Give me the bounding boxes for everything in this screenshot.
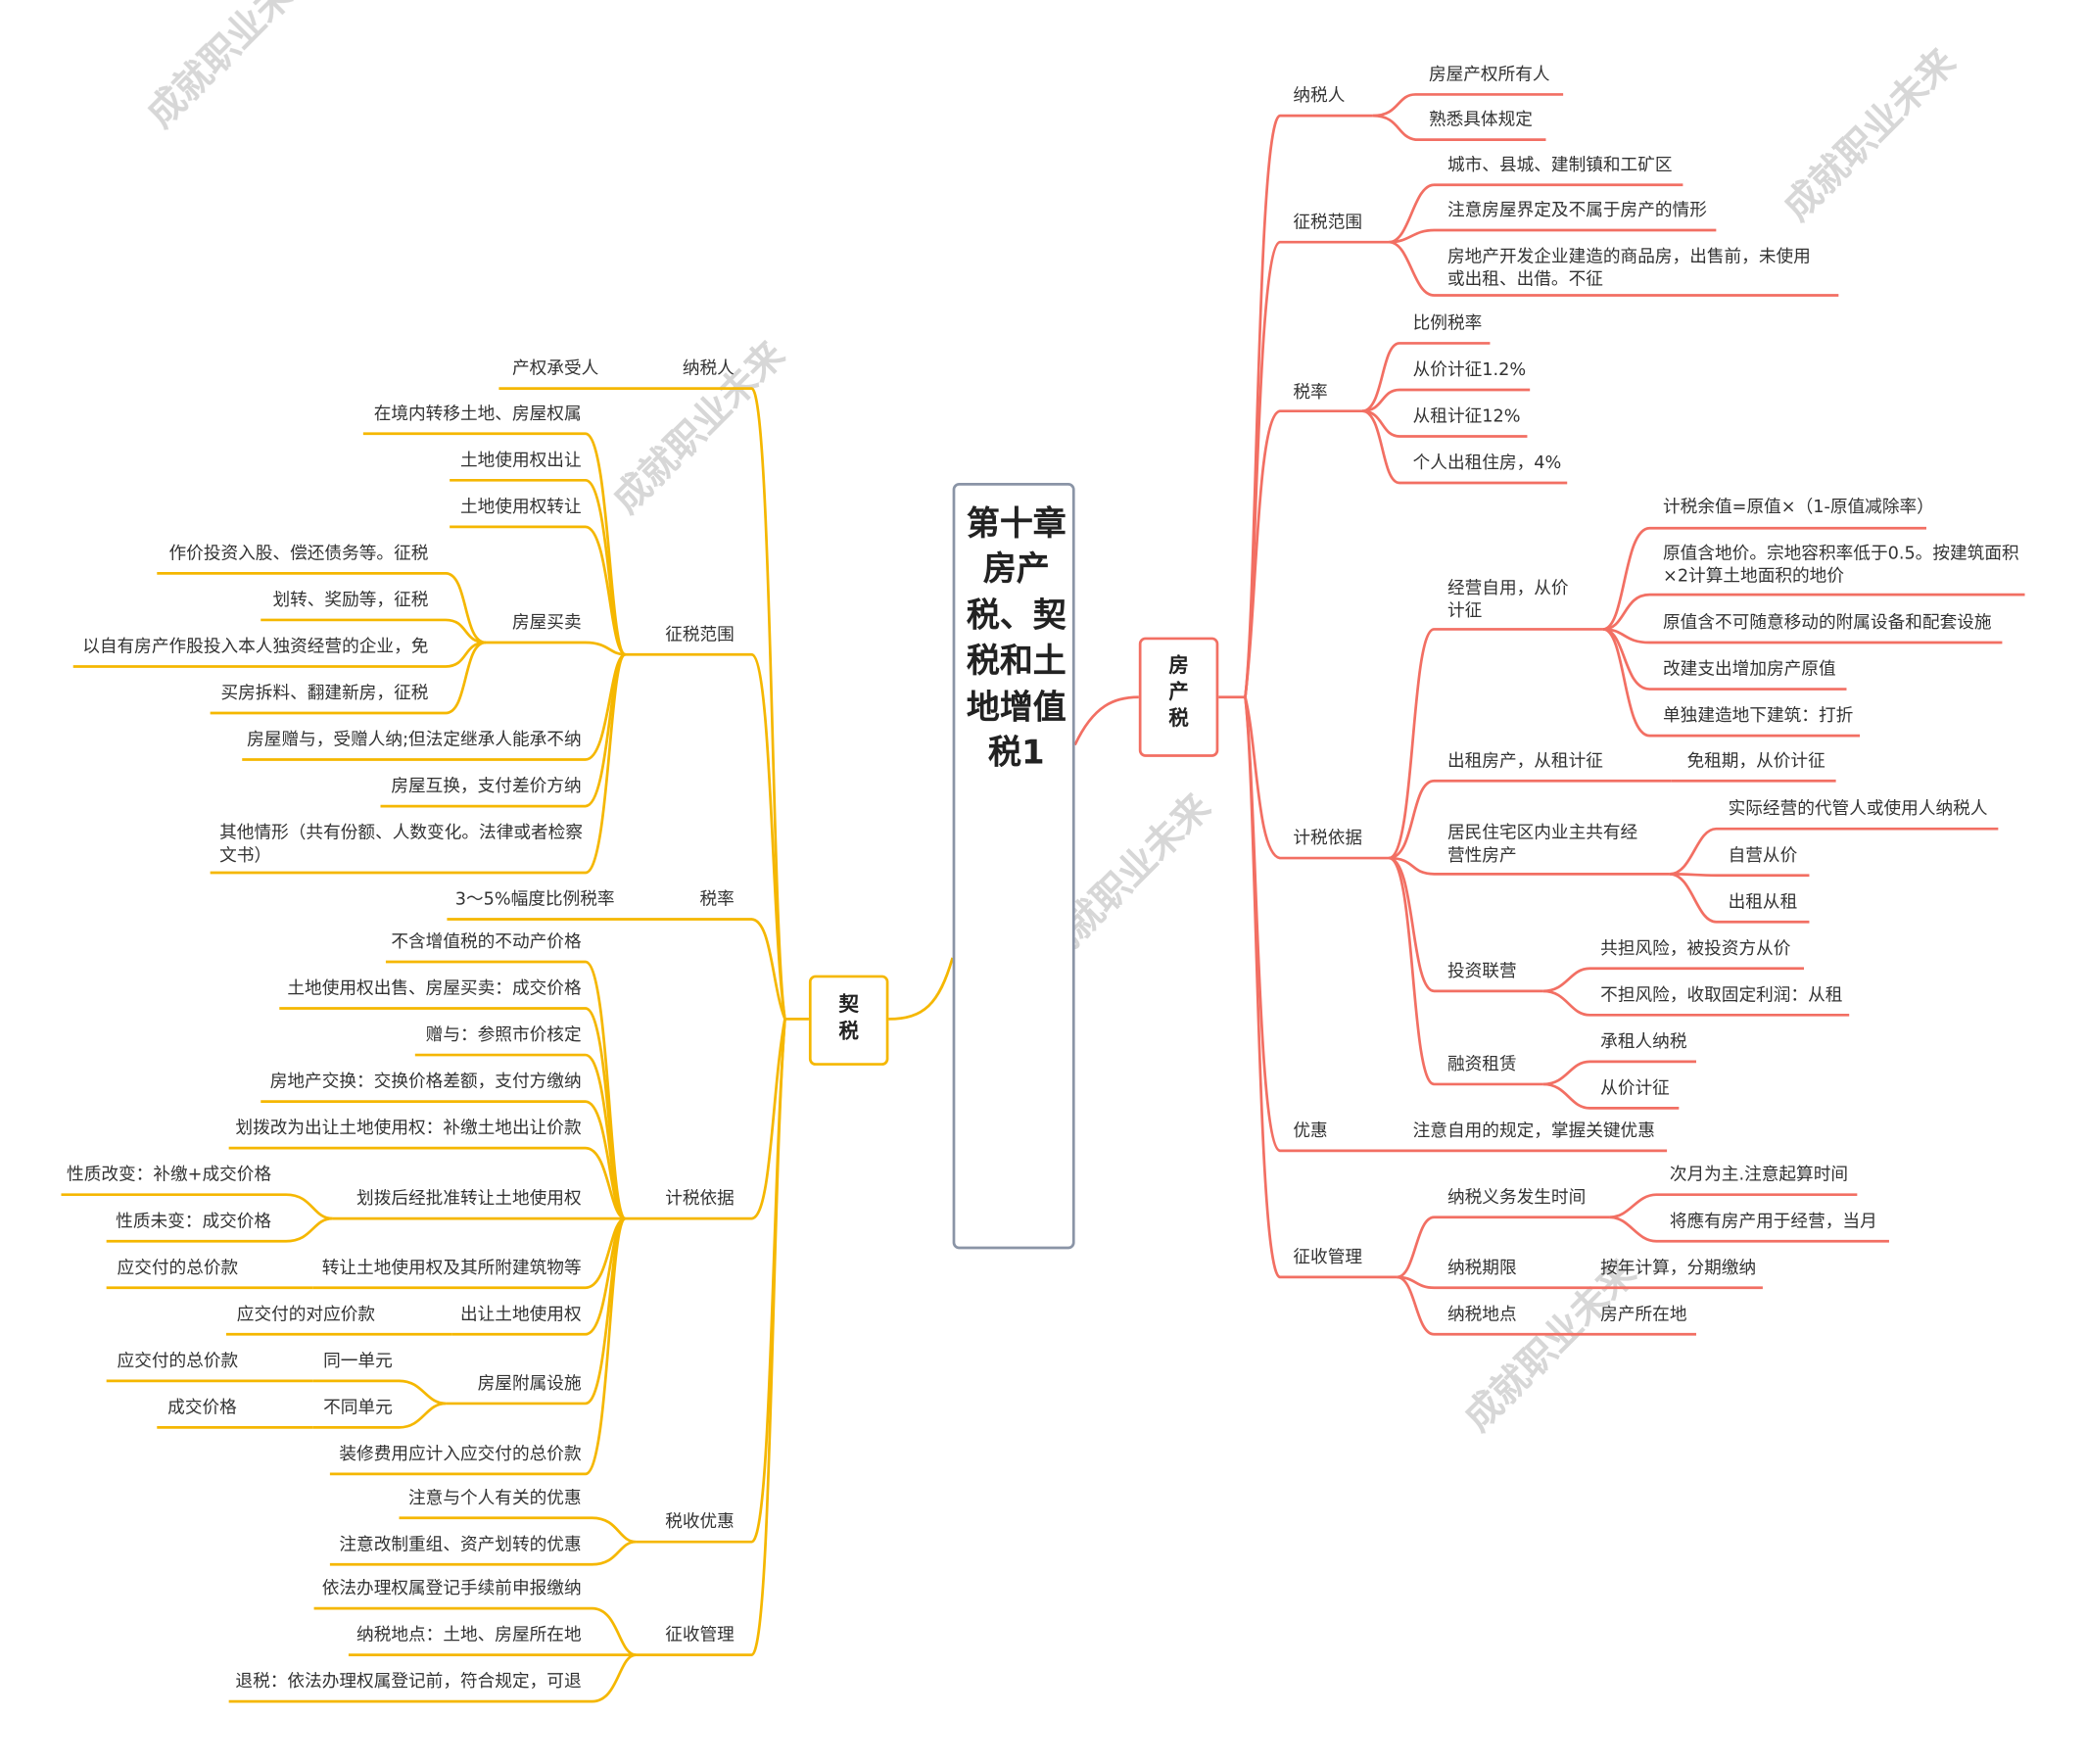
qs-leaf[interactable]: 不含增值税的不动产价格 bbox=[391, 932, 582, 953]
fcs-leaf[interactable]: 原值含不可随意移动的附属设备和配套设施 bbox=[1663, 613, 1992, 634]
fcs-branch-rate[interactable]: 税率 bbox=[1293, 383, 1328, 404]
fcs-leaf[interactable]: 承租人纳税 bbox=[1600, 1031, 1687, 1053]
fcs-sub-period[interactable]: 纳税期限 bbox=[1446, 1258, 1517, 1279]
qs-leaf[interactable]: 在境内转移土地、房屋权属 bbox=[373, 404, 582, 425]
qs-leaf[interactable]: 其他情形（共有份额、人数变化。法律或者检察文书） bbox=[219, 823, 584, 867]
fcs-leaf[interactable]: 自营从价 bbox=[1728, 845, 1798, 867]
fcs-leaf[interactable]: 共担风险，被投资方从价 bbox=[1600, 938, 1791, 960]
qs-leaf[interactable]: 依法办理权属登记手续前申报缴纳 bbox=[321, 1579, 582, 1599]
fcs-leaf[interactable]: 计税余值=原值×（1-原值减除率） bbox=[1663, 497, 1934, 518]
fcs-leaf[interactable]: 单独建造地下建筑：打折 bbox=[1663, 706, 1854, 727]
fcs-leaf[interactable]: 改建支出增加房产原值 bbox=[1663, 659, 1836, 681]
qs-branch-preference[interactable]: 税收优惠 bbox=[665, 1512, 735, 1533]
qs-sub-same-unit[interactable]: 同一单元 bbox=[323, 1351, 393, 1372]
qs-leaf[interactable]: 装修费用应计入应交付的总价款 bbox=[339, 1445, 582, 1465]
main-topic-label: 契税 bbox=[838, 992, 859, 1043]
fcs-leaf[interactable]: 不担风险，收取固定利润：从租 bbox=[1600, 985, 1843, 1006]
fcs-leaf[interactable]: 实际经营的代管人或使用人纳税人 bbox=[1728, 799, 1988, 820]
qs-leaf[interactable]: 土地使用权出售、房屋买卖：成交价格 bbox=[287, 978, 582, 1000]
qs-leaf[interactable]: 应交付的总价款 bbox=[117, 1351, 239, 1372]
qs-leaf[interactable]: 土地使用权出让 bbox=[459, 451, 582, 471]
qs-leaf[interactable]: 退税：依法办理权属登记前，符合规定，可退 bbox=[235, 1672, 582, 1692]
qs-leaf[interactable]: 性质改变：补缴+成交价格 bbox=[67, 1165, 272, 1186]
fcs-leaf[interactable]: 出租从租 bbox=[1728, 892, 1798, 913]
fcs-leaf[interactable]: 免租期，从价计征 bbox=[1686, 751, 1825, 772]
qs-leaf[interactable]: 注意与个人有关的优惠 bbox=[408, 1488, 582, 1509]
fcs-sub-joint-venture[interactable]: 投资联营 bbox=[1446, 961, 1517, 982]
fcs-branch-taxpayer[interactable]: 纳税人 bbox=[1293, 86, 1346, 107]
fcs-leaf[interactable]: 城市、县城、建制镇和工矿区 bbox=[1446, 155, 1673, 176]
qs-connectors bbox=[61, 387, 954, 1703]
qs-leaf[interactable]: 房屋赠与，受赠人纳;但法定继承人能承不纳 bbox=[247, 730, 582, 751]
qs-sub-ancillary[interactable]: 房屋附属设施 bbox=[477, 1374, 582, 1395]
fcs-connectors bbox=[1073, 93, 2025, 1336]
qs-sub-allocated-transfer[interactable]: 划拨后经批准转让土地使用权 bbox=[356, 1189, 582, 1210]
qs-leaf[interactable]: 划转、奖励等，征税 bbox=[272, 591, 429, 611]
fcs-leaf[interactable]: 按年计算，分期缴纳 bbox=[1600, 1258, 1757, 1279]
qs-leaf[interactable]: 房屋互换，支付差价方纳 bbox=[391, 777, 582, 797]
fcs-sub-residential[interactable]: 居民住宅区内业主共有经营性房产 bbox=[1446, 823, 1638, 867]
qs-sub-house-trade[interactable]: 房屋买卖 bbox=[511, 613, 582, 634]
fcs-sub-place[interactable]: 纳税地点 bbox=[1446, 1305, 1517, 1325]
central-topic-title: 第十章房产税、契税和土地增值税1 bbox=[966, 503, 1067, 772]
fcs-leaf[interactable]: 从价计征 bbox=[1600, 1078, 1670, 1099]
fcs-leaf[interactable]: 比例税率 bbox=[1412, 313, 1483, 334]
fcs-leaf[interactable]: 房地产开发企业建造的商品房，出售前，未使用或出租、出借。不征 bbox=[1446, 247, 1811, 291]
fcs-leaf[interactable]: 熟悉具体规定 bbox=[1428, 110, 1533, 131]
qs-leaf[interactable]: 注意改制重组、资产划转的优惠 bbox=[339, 1535, 582, 1555]
fcs-leaf[interactable]: 房屋产权所有人 bbox=[1428, 65, 1550, 85]
qs-leaf[interactable]: 房地产交换：交换价格差额，支付方缴纳 bbox=[269, 1072, 582, 1093]
fcs-leaf[interactable]: 个人出租住房，4% bbox=[1412, 453, 1562, 474]
qs-leaf[interactable]: 作价投资入股、偿还债务等。征税 bbox=[168, 544, 429, 564]
qs-leaf[interactable]: 3～5%幅度比例税率 bbox=[454, 889, 615, 911]
qs-leaf[interactable]: 应交付的对应价款 bbox=[236, 1305, 376, 1325]
fcs-branch-scope[interactable]: 征税范围 bbox=[1293, 213, 1363, 233]
main-topic-fangchanshui[interactable]: 房产税 bbox=[1138, 637, 1219, 757]
qs-leaf[interactable]: 成交价格 bbox=[167, 1398, 237, 1418]
fcs-branch-preference[interactable]: 优惠 bbox=[1293, 1120, 1328, 1142]
main-topic-label: 房产税 bbox=[1168, 652, 1189, 731]
fcs-sub-self-use[interactable]: 经营自用，从价计征 bbox=[1446, 578, 1569, 622]
qs-sub-transfer-with-building[interactable]: 转让土地使用权及其所附建筑物等 bbox=[321, 1258, 582, 1279]
qs-leaf[interactable]: 以自有房产作股投入本人独资经营的企业，免 bbox=[82, 637, 429, 657]
qs-sub-grant-land[interactable]: 出让土地使用权 bbox=[459, 1305, 582, 1325]
fcs-leaf[interactable]: 从价计征1.2% bbox=[1412, 360, 1527, 381]
qs-branch-basis[interactable]: 计税依据 bbox=[665, 1189, 735, 1210]
qs-leaf[interactable]: 性质未变：成交价格 bbox=[116, 1212, 272, 1232]
qs-sub-different-unit[interactable]: 不同单元 bbox=[323, 1398, 393, 1418]
qs-leaf[interactable]: 买房拆料、翻建新房，征税 bbox=[220, 684, 429, 704]
fcs-leaf[interactable]: 从租计征12% bbox=[1412, 406, 1521, 427]
fcs-leaf[interactable]: 次月为主.注意起算时间 bbox=[1669, 1165, 1849, 1186]
qs-leaf[interactable]: 土地使用权转让 bbox=[459, 497, 582, 518]
qs-branch-taxpayer[interactable]: 纳税人 bbox=[682, 358, 735, 380]
fcs-sub-finance-lease[interactable]: 融资租赁 bbox=[1446, 1055, 1517, 1075]
central-topic[interactable]: 第十章房产税、契税和土地增值税1 bbox=[952, 483, 1075, 1250]
fcs-branch-collection[interactable]: 征收管理 bbox=[1293, 1248, 1363, 1268]
fcs-leaf[interactable]: 注意房屋界定及不属于房产的情形 bbox=[1446, 201, 1707, 221]
qs-branch-scope[interactable]: 征税范围 bbox=[665, 625, 735, 645]
qs-leaf[interactable]: 赠与：参照市价核定 bbox=[425, 1025, 582, 1046]
fcs-leaf[interactable]: 原值含地价。宗地容积率低于0.5。按建筑面积×2计算土地面积的地价 bbox=[1663, 544, 2019, 587]
fcs-leaf[interactable]: 将應有房产用于经营，当月 bbox=[1669, 1212, 1877, 1232]
fcs-sub-rental[interactable]: 出租房产，从租计征 bbox=[1446, 751, 1603, 772]
fcs-branch-basis[interactable]: 计税依据 bbox=[1293, 829, 1363, 849]
fcs-leaf[interactable]: 房产所在地 bbox=[1600, 1305, 1687, 1325]
fcs-leaf[interactable]: 注意自用的规定，掌握关键优惠 bbox=[1412, 1120, 1655, 1142]
qs-leaf[interactable]: 纳税地点：土地、房屋所在地 bbox=[356, 1625, 582, 1646]
qs-leaf[interactable]: 产权承受人 bbox=[511, 358, 599, 380]
qs-branch-rate[interactable]: 税率 bbox=[699, 889, 735, 911]
main-topic-qishui[interactable]: 契税 bbox=[808, 975, 889, 1066]
fcs-sub-obligation-time[interactable]: 纳税义务发生时间 bbox=[1446, 1187, 1587, 1209]
qs-branch-collection[interactable]: 征收管理 bbox=[665, 1625, 735, 1646]
qs-leaf[interactable]: 划拨改为出让土地使用权：补缴土地出让价款 bbox=[235, 1119, 582, 1139]
qs-leaf[interactable]: 应交付的总价款 bbox=[117, 1258, 239, 1279]
